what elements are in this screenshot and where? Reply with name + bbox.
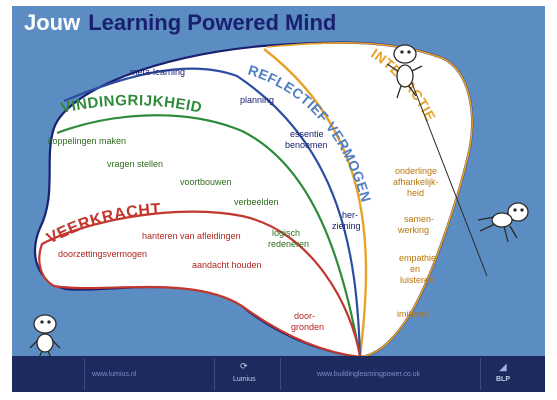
label-hanteren-van-afleidingen: hanteren van afleidingen: [142, 231, 241, 241]
mind-diagram: REFLECTIEF VERMOGEN INTERACTIE VINDINGRI…: [29, 41, 529, 359]
title-learning-powered-mind: Learning Powered Mind: [88, 10, 337, 35]
poster: Jouw Learning Powered Mind REFLECTIEF VER…: [12, 6, 545, 392]
label-afhankelijk: afhankelijk-: [393, 177, 439, 187]
label-essentie: essentie: [290, 129, 324, 139]
label-planning: planning: [240, 95, 274, 105]
label-doorzettingsvermogen: doorzettingsvermogen: [58, 249, 147, 259]
stick-figure-icon: [477, 202, 529, 243]
stick-figure-icon: [386, 44, 423, 99]
page-title: Jouw Learning Powered Mind: [24, 10, 336, 36]
label-en: en: [410, 264, 420, 274]
footer-bar: www.lumius.nl ⟳ Lumius www.buildinglearn…: [12, 356, 545, 392]
vindingrijkheid-boundary: [56, 114, 362, 358]
label-vragen-stellen: vragen stellen: [107, 159, 163, 169]
label-koppelingen-maken: koppelingen maken: [48, 136, 126, 146]
label-redeneren: redeneren: [268, 239, 309, 249]
reflectief-boundary: [63, 67, 362, 358]
label-empathie: empathie: [399, 253, 436, 263]
label-door: door-: [294, 311, 315, 321]
footer-divider: [280, 358, 281, 390]
interactie-outer-line: [266, 42, 473, 358]
label-benoemen: benoemen: [285, 140, 328, 150]
label-meta-learning: meta-learning: [130, 67, 185, 77]
lumius-logo-icon: ⟳: [240, 361, 248, 371]
footer-website-lumius[interactable]: www.lumius.nl: [92, 371, 137, 378]
label-voortbouwen: voortbouwen: [180, 177, 232, 187]
label-samen: samen-: [404, 214, 434, 224]
footer-divider: [214, 358, 215, 390]
label-ziening: ziening: [332, 221, 361, 231]
label-aandacht-houden: aandacht houden: [192, 260, 262, 270]
label-logisch: logisch: [272, 228, 300, 238]
stick-figure-icon: [29, 314, 61, 359]
veerkracht-region: [38, 210, 362, 359]
label-onderlinge: onderlinge: [395, 166, 437, 176]
footer-logo-lumius: Lumius: [233, 376, 256, 383]
footer-divider: [84, 358, 85, 390]
interactie-boundary: [263, 48, 368, 358]
label-luisteren: luisteren: [400, 275, 434, 285]
label-verbeelden: verbeelden: [234, 197, 279, 207]
label-heid: heid: [407, 188, 424, 198]
label-gronden: gronden: [291, 322, 324, 332]
footer-divider: [480, 358, 481, 390]
footer-website-blp[interactable]: www.buildinglearningpower.co.uk: [317, 371, 421, 378]
label-werking: werking: [397, 225, 429, 235]
footer-logo-blp: BLP: [496, 376, 510, 383]
title-word-jouw: Jouw: [24, 10, 81, 35]
label-imiteren: imiteren: [397, 309, 429, 319]
blp-logo-icon: ◢: [499, 362, 507, 373]
label-her: her-: [342, 210, 358, 220]
rope-line: [409, 77, 488, 277]
